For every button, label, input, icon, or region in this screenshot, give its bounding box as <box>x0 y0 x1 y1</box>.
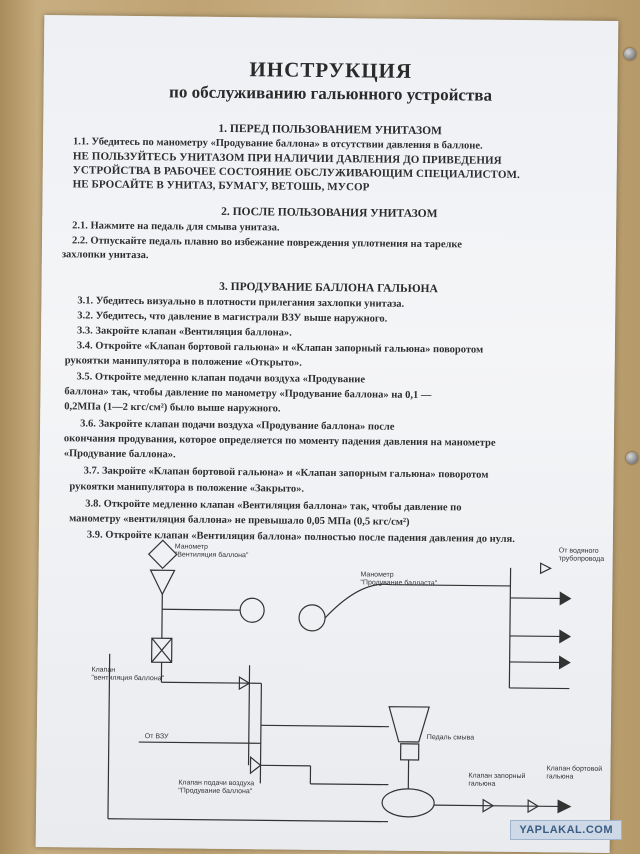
filter-symbol <box>147 539 178 570</box>
inlet-arrow-icon <box>559 629 572 644</box>
funnel-symbol <box>149 569 176 596</box>
manometer-purge-symbol <box>298 604 326 632</box>
text-line: 3.5. Откройте медленно клапан подачи воз… <box>76 371 366 386</box>
diagram-label: "Продувание балласта" <box>360 578 437 587</box>
section-2-heading: 2. ПОСЛЕ ПОЛЬЗОВАНИЯ УНИТАЗОМ <box>221 205 438 221</box>
text-line: 2.2. Отпускайте педаль плавно во избежан… <box>71 235 462 251</box>
diagram-label: "вентиляция баллона" <box>91 674 164 683</box>
text-line: баллона» так, чтобы давление по манометр… <box>64 386 432 402</box>
instruction-sheet: ИНСТРУКЦИЯ по обслуживанию гальюнного ус… <box>35 15 619 853</box>
diagram-label: Педаль смыва <box>427 734 474 741</box>
diagram-label: От ВЗУ <box>145 733 169 740</box>
tank-symbol <box>381 788 435 818</box>
diagram-label: Манометр <box>175 543 208 550</box>
screw-icon <box>624 48 636 60</box>
diagram-label: Клапан бортовой <box>546 764 602 773</box>
diagram-label: "Вентиляция баллона" <box>175 550 249 559</box>
valve-side-symbol <box>527 799 540 814</box>
diagram-label: гальюна <box>468 780 495 787</box>
toilet-symbol <box>388 706 430 743</box>
outlet-arrow-icon <box>557 799 572 814</box>
valve-vent-symbol <box>238 676 251 691</box>
screw-icon <box>626 452 638 464</box>
diagram-label: трубопровода <box>559 554 605 562</box>
text-line: 3.6. Закройте клапан подачи воздуха «Про… <box>80 418 395 433</box>
inlet-arrow-icon <box>558 655 571 670</box>
text-line: 3.1. Убедитесь визуально в плотности при… <box>77 295 405 310</box>
site-watermark: YAPLAKAL.COM <box>510 820 622 840</box>
text-line: рукоятки манипулятора в положение «Откры… <box>64 355 302 369</box>
diagram-label: Клапан запорный <box>468 772 525 781</box>
diagram-label: Клапан <box>91 667 115 674</box>
text-line: манометру «вентиляция баллона» не превыш… <box>69 513 410 528</box>
text-line: 3.7. Закройте «Клапан бортовой гальюна» … <box>83 465 489 481</box>
manometer-vent-symbol <box>239 597 265 623</box>
text-line: НЕ БРОСАЙТЕ В УНИТАЗ, БУМАГУ, ВЕТОШЬ, МУ… <box>72 178 370 194</box>
valve-lock-symbol <box>482 798 495 813</box>
text-line: окончания продувания, которое определяет… <box>63 433 496 449</box>
diagram-label: "Продувание баллона" <box>178 786 253 795</box>
inlet-arrow-icon <box>559 591 572 606</box>
text-line: 3.2. Убедитесь, что давление в магистрал… <box>77 310 388 325</box>
diagram-label: Манометр <box>360 571 393 578</box>
valve-air-symbol <box>249 755 262 775</box>
pedal-box-symbol <box>399 743 420 761</box>
water-valve-symbol <box>539 562 552 575</box>
diagram-label: Клапан подачи воздуха <box>178 779 254 787</box>
text-line: 2.1. Нажмите на педаль для смыва унитаза… <box>72 220 280 234</box>
text-line: рукоятки манипулятора в положение «Закры… <box>69 481 305 495</box>
diagram-label: гальюна <box>546 773 573 780</box>
text-line: «Продувание баллона». <box>63 448 176 461</box>
text-line: 0,2МПа (1—2 кгс/см²) было выше наружного… <box>64 401 281 415</box>
section-3-heading: 3. ПРОДУВАНИЕ БАЛЛОНА ГАЛЬЮНА <box>219 280 438 296</box>
text-line: 3.4. Откройте «Клапан бортовой гальюна» … <box>76 340 484 356</box>
text-line: 3.3. Закройте клапан «Вентиляция баллона… <box>77 325 292 339</box>
text-line: 3.8. Откройте медленно клапан «Вентиляци… <box>85 498 462 514</box>
plumbing-diagram: Манометр "Вентиляция баллона" Манометр "… <box>91 539 605 823</box>
diagram-label: От водяного <box>559 547 599 554</box>
text-line: 1.1. Убедитесь по манометру «Продувание … <box>72 136 483 152</box>
text-line: захлопки унитаза. <box>61 249 149 262</box>
